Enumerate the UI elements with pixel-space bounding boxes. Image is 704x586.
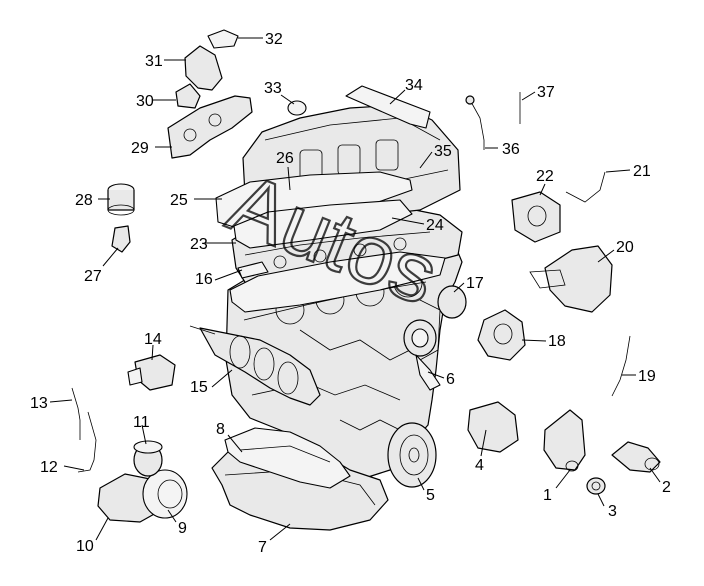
engine-mount: [543, 409, 586, 472]
cover-strip: [345, 85, 431, 129]
callout-12: 12: [40, 459, 58, 476]
leader-lines: [49, 37, 661, 541]
callout-18: 18: [548, 333, 566, 350]
callout-32: 32: [265, 31, 283, 48]
callout-22: 22: [536, 168, 554, 185]
callout-21: 21: [633, 163, 651, 180]
oil-filter: [133, 440, 163, 477]
exhaust-manifold: [167, 95, 253, 159]
connecting-rod: [111, 225, 131, 253]
callout-26: 26: [276, 150, 294, 167]
ignition-coil: [465, 95, 485, 150]
head-gasket: [215, 171, 446, 313]
callout-25: 25: [170, 192, 188, 209]
callout-27: 27: [84, 268, 102, 285]
dipstick: [71, 387, 81, 440]
callout-4: 4: [475, 457, 484, 474]
pump-bracket: [467, 401, 519, 453]
callout-29: 29: [131, 140, 149, 157]
callout-1: 1: [543, 487, 552, 504]
hose: [565, 171, 606, 203]
sensor-14: [127, 354, 176, 391]
oil-pan: [211, 427, 389, 531]
callout-23: 23: [190, 236, 208, 253]
oil-filter-housing: [97, 469, 188, 523]
callout-34: 34: [405, 77, 423, 94]
timing-component: [437, 285, 467, 319]
callout-36: 36: [502, 141, 520, 158]
callout-6: 6: [446, 371, 455, 388]
callout-33: 33: [264, 80, 282, 97]
callout-16: 16: [195, 271, 213, 288]
torque-mount: [611, 441, 661, 473]
callout-35: 35: [434, 143, 452, 160]
callout-24: 24: [426, 217, 444, 234]
callout-28: 28: [75, 192, 93, 209]
callout-20: 20: [616, 239, 634, 256]
callout-10: 10: [76, 538, 94, 555]
callout-13: 13: [30, 395, 48, 412]
callout-17: 17: [466, 275, 484, 292]
callout-7: 7: [258, 539, 267, 556]
callout-30: 30: [136, 93, 154, 110]
callout-3: 3: [608, 503, 617, 520]
callout-19: 19: [638, 368, 656, 385]
piston: [107, 183, 135, 216]
callout-2: 2: [662, 479, 671, 496]
water-pump: [477, 309, 526, 361]
callout-labels: 1 2 3 4 5 6 7 8 9 10 11 12 13 14 15 16 1…: [30, 31, 671, 556]
level-gauge: [611, 335, 631, 397]
callout-11: 11: [133, 414, 150, 431]
throttle-body: [511, 191, 561, 243]
intake-manifold: [529, 245, 613, 313]
bushing: [586, 477, 606, 495]
crankshaft: [189, 325, 321, 406]
crank-pulley: [387, 422, 437, 488]
callout-14: 14: [144, 331, 162, 348]
callout-8: 8: [216, 421, 225, 438]
callout-15: 15: [190, 379, 208, 396]
callout-5: 5: [426, 487, 435, 504]
callout-9: 9: [178, 520, 187, 537]
callout-31: 31: [145, 53, 163, 70]
dipstick-tube: [77, 411, 97, 473]
callout-37: 37: [537, 84, 555, 101]
engine-mount-bracket: [175, 29, 239, 109]
